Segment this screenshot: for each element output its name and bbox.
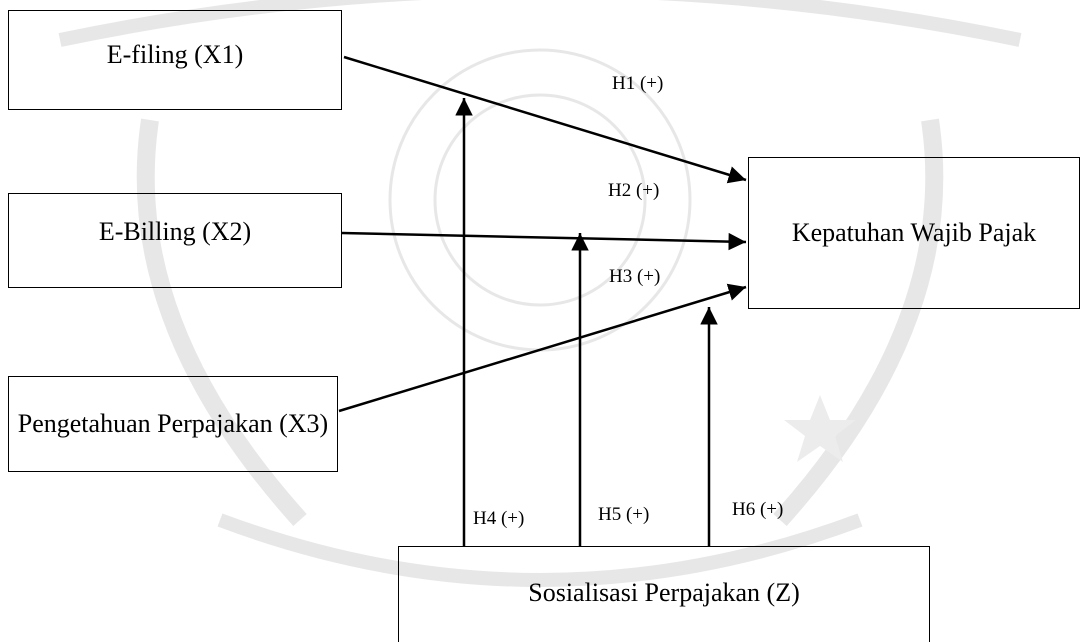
node-sosialisasi-perpajakan-label: Sosialisasi Perpajakan (Z) [528, 578, 800, 607]
node-kepatuhan-wajib-pajak: Kepatuhan Wajib Pajak [748, 157, 1080, 309]
arrow-x3-to-y [338, 283, 747, 413]
node-kepatuhan-wajib-pajak-label: Kepatuhan Wajib Pajak [791, 218, 1037, 248]
arrow-x2-to-y [341, 231, 747, 251]
arrow-x1-to-y [343, 55, 747, 184]
hypothesis-h2-label: H2 (+) [608, 180, 660, 201]
node-e-filing-label: E-filing (X1) [106, 40, 244, 69]
hypothesis-h6-label: H6 (+) [732, 499, 784, 520]
hypothesis-h3-label: H3 (+) [609, 266, 661, 287]
node-e-filing: E-filing (X1) [8, 10, 342, 110]
node-pengetahuan-perpajakan-label: Pengetahuan Perpajakan (X3) [17, 409, 329, 439]
hypothesis-h1-label: H1 (+) [612, 73, 664, 94]
hypothesis-h5-label: H5 (+) [598, 504, 650, 525]
node-e-billing-label: E-Billing (X2) [98, 217, 252, 246]
hypothesis-h4-label: H4 (+) [473, 508, 525, 529]
node-sosialisasi-perpajakan: Sosialisasi Perpajakan (Z) [398, 546, 930, 642]
node-pengetahuan-perpajakan: Pengetahuan Perpajakan (X3) [8, 376, 338, 472]
node-e-billing: E-Billing (X2) [8, 193, 342, 288]
